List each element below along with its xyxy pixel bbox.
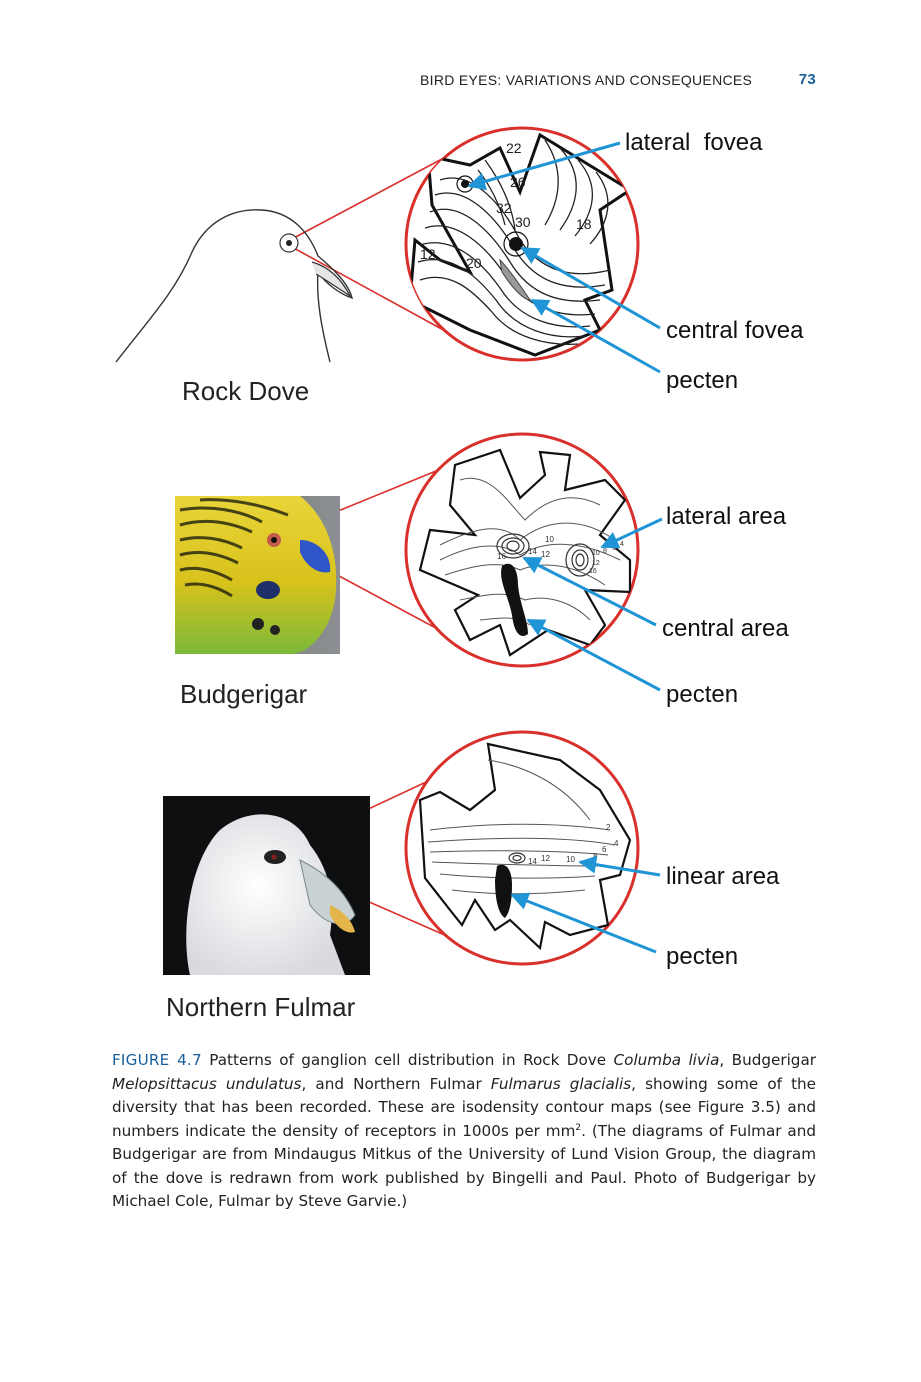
contour-label: 6 (602, 845, 607, 854)
label-budgerigar-pecten: pecten (666, 681, 738, 708)
contour-label: 10 (545, 535, 554, 544)
species-name: Melopsittacus undulatus (112, 1075, 301, 1093)
contour-label: 18 (576, 216, 592, 232)
rock-dove-panel: Rock Dove (116, 128, 804, 406)
contour-label: 12 (541, 550, 550, 559)
figure-label: FIGURE 4.7 (112, 1051, 202, 1069)
contour-label: 12 (592, 560, 600, 567)
figure-caption: FIGURE 4.7 Patterns of ganglion cell dis… (112, 1049, 816, 1214)
budgerigar-photo (175, 496, 340, 654)
contour-label: 14 (528, 547, 537, 556)
contour-label: 12 (420, 246, 436, 262)
contour-label: 8 (603, 548, 607, 555)
contour-label: 30 (515, 214, 531, 230)
label-linear-area: linear area (666, 863, 780, 890)
caption-text: , and Northern Fulmar (301, 1075, 490, 1093)
label-lateral-area: lateral area (666, 503, 787, 530)
species-name: Columba livia (614, 1051, 720, 1069)
contour-label: 32 (496, 200, 512, 216)
contour-label: 4 (620, 541, 624, 548)
contour-label: 16 (589, 568, 597, 575)
label-fulmar-pecten: pecten (666, 943, 738, 970)
label-central-fovea: central fovea (666, 317, 804, 344)
rock-dove-drawing (116, 210, 352, 362)
contour-label: 2 (606, 823, 611, 832)
contour-label: 26 (510, 174, 526, 190)
figure-4-7: Rock Dove (0, 0, 921, 1030)
contour-label: 4 (614, 839, 619, 848)
rock-dove-name: Rock Dove (182, 376, 309, 406)
fulmar-panel: Northern Fulmar 2 4 6 8 10 12 14 (163, 732, 780, 1022)
caption-text: Patterns of ganglion cell distribution i… (202, 1051, 614, 1069)
label-central-area: central area (662, 615, 789, 642)
caption-text: , Budgerigar (719, 1051, 816, 1069)
contour-label: 20 (466, 255, 482, 271)
label-lateral-fovea: lateral fovea (625, 129, 763, 156)
contour-label: 10 (566, 855, 575, 864)
label-dove-pecten: pecten (666, 367, 738, 394)
rock-dove-pupil (286, 240, 292, 246)
contour-label: 14 (528, 857, 537, 866)
fulmar-name: Northern Fulmar (166, 992, 356, 1022)
contour-label: 16 (497, 552, 506, 561)
fulmar-photo (163, 796, 370, 975)
species-name: Fulmarus glacialis (491, 1075, 631, 1093)
budgerigar-panel: Budgerigar 10 14 12 (175, 434, 789, 709)
contour-label: 8 (593, 852, 598, 861)
contour-label: 22 (506, 140, 522, 156)
contour-label: 6 (612, 545, 616, 552)
contour-label: 10 (592, 550, 600, 557)
contour-label: 12 (541, 854, 550, 863)
budgerigar-name: Budgerigar (180, 679, 308, 709)
